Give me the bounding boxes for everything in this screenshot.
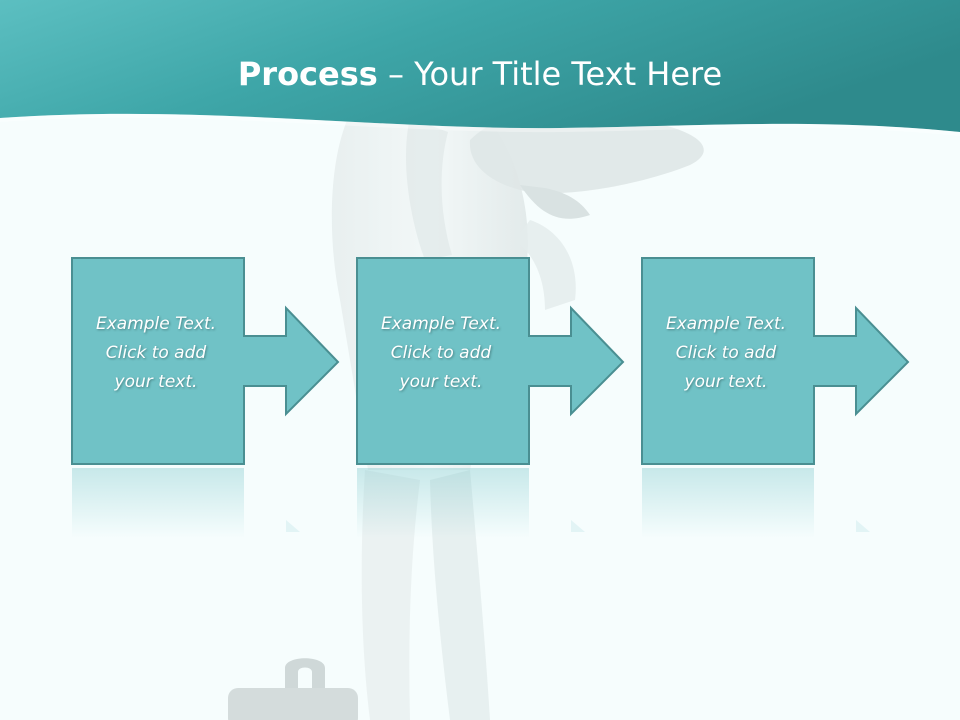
title-bold: Process — [237, 55, 378, 93]
arrow-box-shape — [641, 257, 910, 538]
header-band — [0, 0, 960, 136]
step-text[interactable]: Example Text. Click to add your text. — [95, 314, 217, 392]
process-step-1[interactable]: Example Text. Click to add your text. — [70, 256, 360, 546]
arrow-box-shape — [71, 257, 340, 538]
process-step-2[interactable]: Example Text. Click to add your text. — [355, 256, 645, 546]
step-text[interactable]: Example Text. Click to add your text. — [665, 314, 787, 392]
process-step-3[interactable]: Example Text. Click to add your text. — [640, 256, 930, 546]
title-rest: – Your Title Text Here — [377, 55, 723, 93]
arrow-box-shape — [356, 257, 625, 538]
step-text[interactable]: Example Text. Click to add your text. — [380, 314, 502, 392]
briefcase-icon — [228, 658, 358, 720]
page-title: Process – Your Title Text Here — [0, 54, 960, 94]
